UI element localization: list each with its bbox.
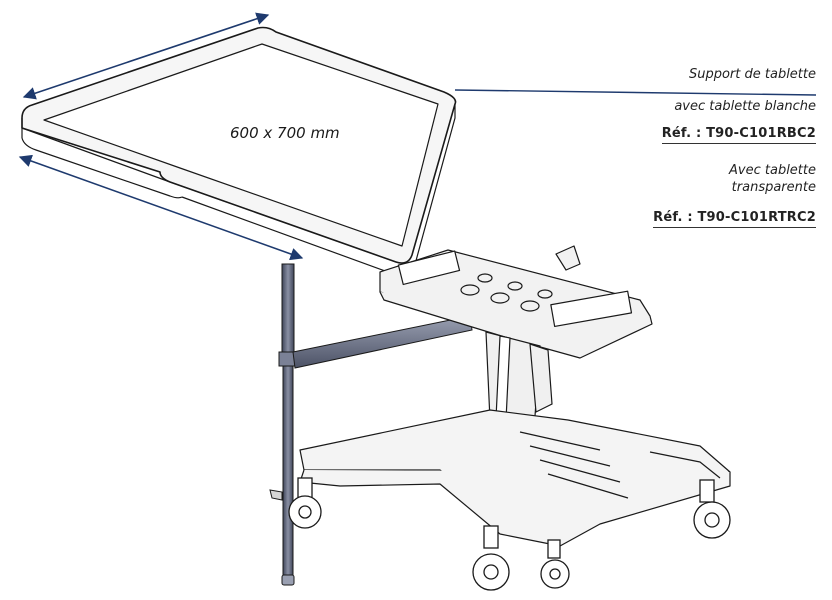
callout-block-2: avec tablette blanche (556, 98, 816, 115)
leader-line (454, 89, 817, 96)
callout-line-1: Support de tablette (688, 67, 816, 82)
support-pole (278, 263, 298, 586)
callout-line-2: avec tablette blanche (674, 99, 816, 114)
dimension-arrow-top (22, 12, 270, 100)
cart-base (299, 409, 731, 547)
callout-ref-2-wrap: Réf. : T90-C101RTRC2 (556, 206, 816, 228)
callout-ref-2: Réf. : T90-C101RTRC2 (653, 209, 816, 228)
dimension-arrow-bottom (18, 154, 304, 261)
dimension-label: 600 x 700 mm (230, 124, 340, 142)
brake-lever (269, 489, 283, 501)
tray (21, 26, 457, 277)
callout-ref-1: Réf. : T90-C101RBC2 (661, 125, 816, 144)
callout-ref-1-wrap: Réf. : T90-C101RBC2 (556, 122, 816, 144)
support-arm (292, 315, 473, 369)
cart-platform (379, 245, 653, 359)
callout-block-3: Avec tablette transparente (556, 162, 816, 196)
callout-block: Support de tablette (556, 66, 816, 83)
caster-wheels (288, 477, 731, 591)
callout-line-3: Avec tablette (729, 163, 816, 178)
callout-line-4: transparente (731, 180, 816, 195)
